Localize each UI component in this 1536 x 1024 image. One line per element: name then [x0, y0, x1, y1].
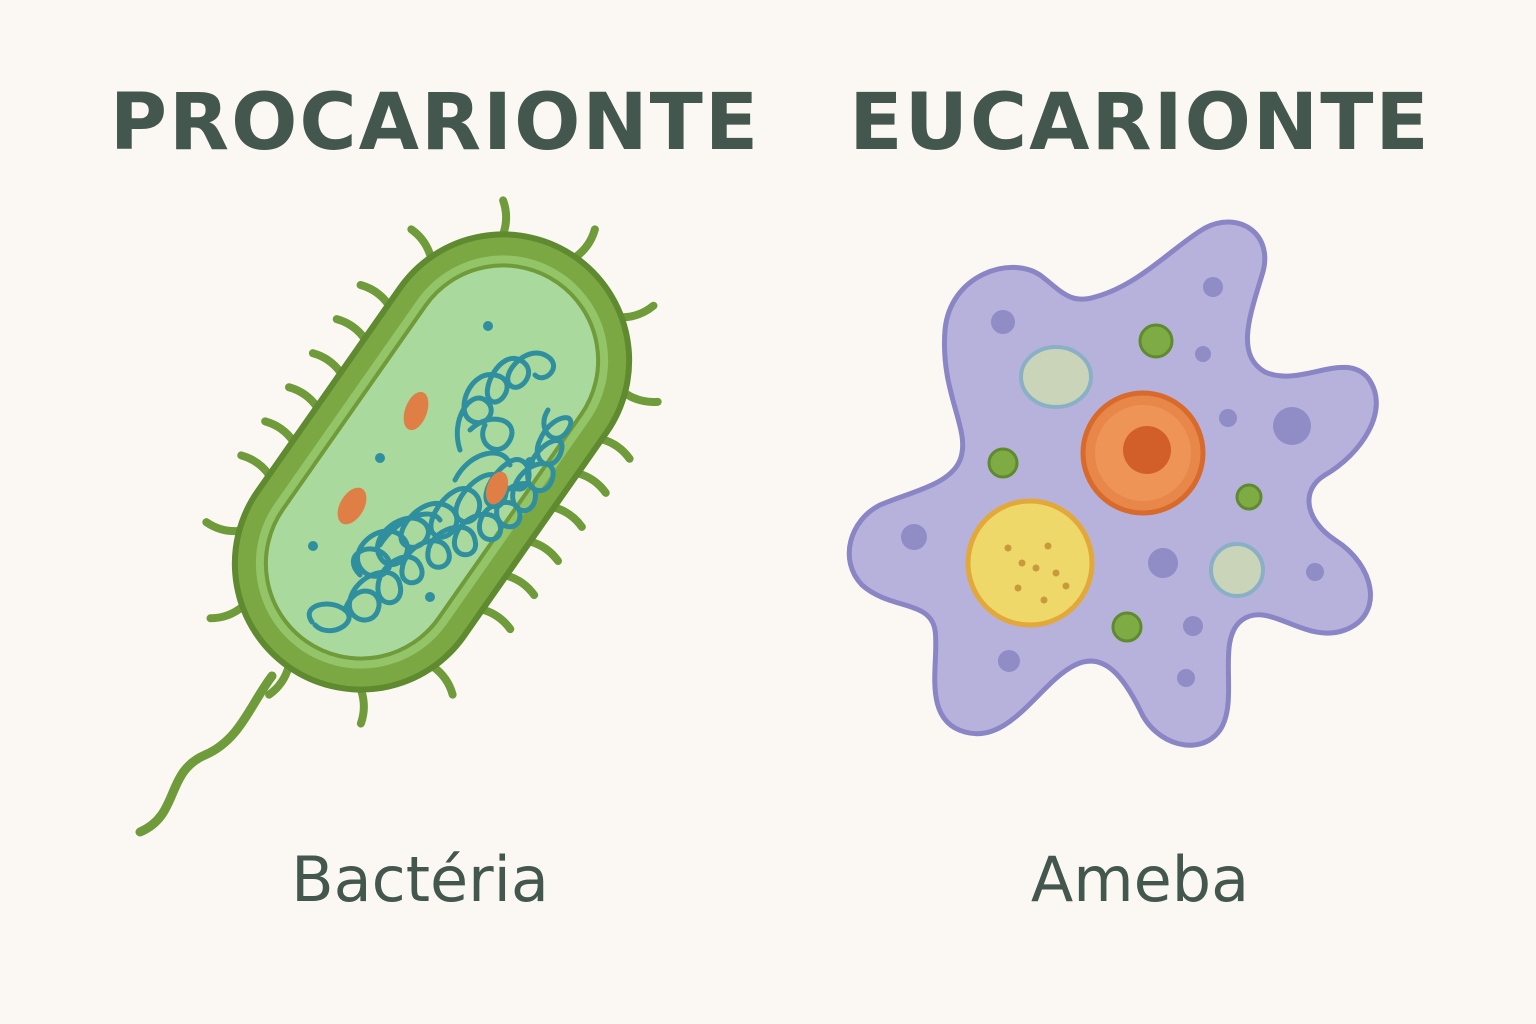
eukaryote-heading: EUCARIONTE	[849, 78, 1431, 168]
ribosome	[375, 453, 385, 463]
amoeba-caption: Ameba	[1030, 843, 1250, 916]
pilus	[502, 571, 539, 600]
pilus	[573, 469, 610, 497]
bacterium	[135, 196, 662, 837]
amoeba	[846, 219, 1379, 748]
pilus	[308, 349, 345, 377]
ribosome	[308, 541, 318, 551]
pilus	[285, 383, 321, 411]
pilus	[237, 451, 274, 479]
bacteria-caption: Bactéria	[291, 843, 549, 916]
ribosome	[425, 592, 435, 602]
pilus	[356, 685, 368, 728]
pilus	[202, 518, 244, 536]
pilus	[332, 315, 369, 343]
ribosome	[483, 321, 493, 331]
food-vacuole	[965, 498, 1095, 628]
nucleolus	[1123, 426, 1171, 474]
prokaryote-heading: PROCARIONTE	[109, 78, 761, 168]
flagellum	[135, 671, 277, 837]
nucleoid-dna	[306, 350, 574, 634]
pilus	[499, 196, 511, 239]
pilus	[597, 435, 634, 463]
pilus	[526, 537, 563, 565]
pilus	[261, 417, 297, 445]
pilus	[356, 281, 393, 309]
inclusion-body	[403, 391, 429, 431]
pilus	[620, 389, 662, 407]
granules	[901, 277, 1324, 687]
food-particles	[1004, 542, 1070, 604]
pilus	[571, 225, 599, 262]
ribosome	[525, 457, 535, 467]
green-organelles	[987, 323, 1263, 643]
inclusion-body	[337, 487, 367, 525]
pilus	[478, 605, 515, 634]
vacuole	[1209, 542, 1265, 598]
pilus	[550, 503, 586, 531]
inclusion-body	[485, 471, 509, 505]
vacuole	[1019, 345, 1093, 409]
